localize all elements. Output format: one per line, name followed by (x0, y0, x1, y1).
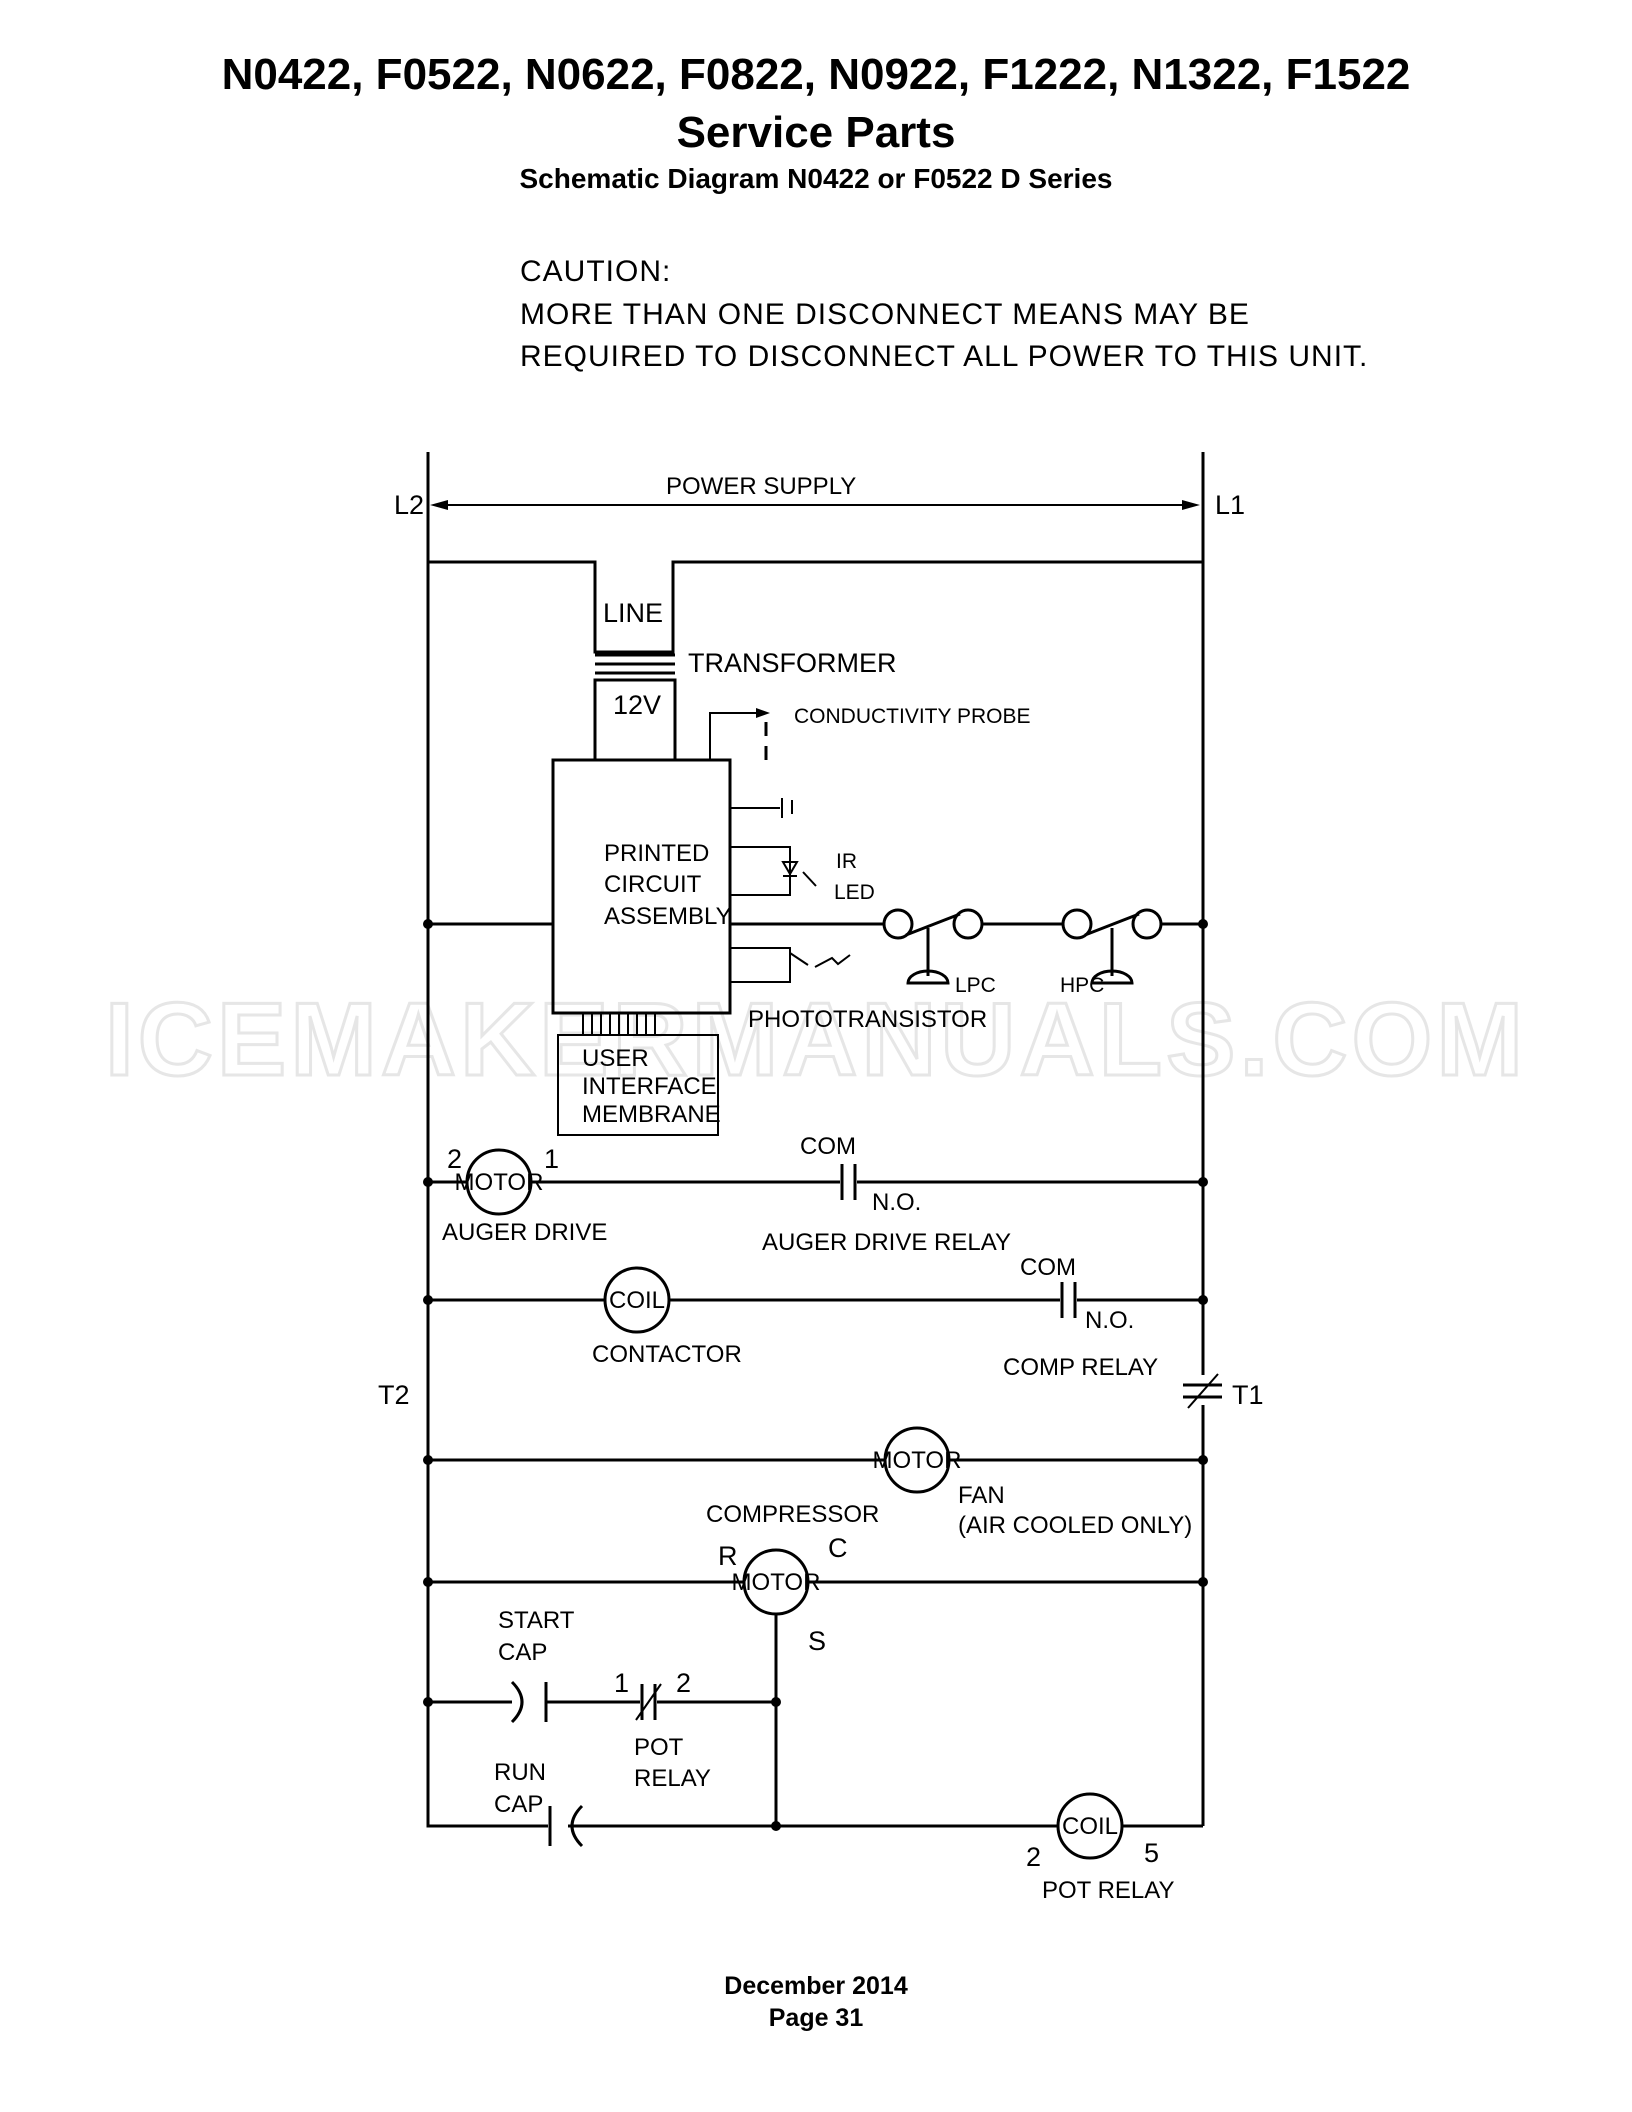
section-title: Service Parts (676, 108, 956, 157)
power-supply-arrowhead-left (430, 500, 448, 510)
ir-led-ray (802, 871, 817, 887)
conductivity-probe-label: CONDUCTIVITY PROBE (794, 705, 1030, 728)
junction-dot (771, 1821, 781, 1831)
junction-dot (1198, 1455, 1208, 1465)
auger-relay-com-label: COM (800, 1133, 856, 1160)
phototransistor-lead (789, 952, 809, 966)
phototransistor-ray (814, 954, 851, 968)
pot-relay-pin-1: 1 (614, 1668, 629, 1698)
watermark: ICEMAKERMANUALS.COM (105, 982, 1527, 1098)
fan-motor-label: MOTOR (873, 1447, 962, 1474)
pot-relay-coil-caption: POT RELAY (1042, 1877, 1175, 1904)
conductivity-probe-arrowhead (756, 708, 770, 718)
contactor-label: CONTACTOR (592, 1341, 742, 1368)
comp-relay-no-label: N.O. (1085, 1307, 1134, 1334)
lpc-pressure-actuator (906, 969, 950, 985)
ui-label-1: USER (582, 1045, 649, 1072)
ir-label: IR (836, 850, 857, 873)
ir-led-wire (730, 846, 791, 896)
pcb-label-3: ASSEMBLY (604, 903, 732, 930)
diagram-subtitle: Schematic Diagram N0422 or F0522 D Serie… (519, 163, 1113, 194)
auger-drive-label: AUGER DRIVE (442, 1219, 607, 1246)
ui-label-2: INTERFACE (582, 1073, 717, 1100)
fan-label: FAN (958, 1482, 1005, 1509)
air-cooled-only-label: (AIR COOLED ONLY) (958, 1512, 1192, 1539)
power-supply-label: POWER SUPPLY (666, 473, 856, 500)
hpc-pressure-actuator (1090, 969, 1134, 985)
lpc-label: LPC (955, 974, 996, 997)
junction-dot (423, 1455, 433, 1465)
pot-relay-pin-2: 2 (676, 1668, 691, 1698)
l2-label: L2 (394, 490, 424, 520)
start-capacitor-curved-plate (510, 1680, 524, 1724)
transformer-12v-label: 12V (613, 690, 661, 720)
user-interface-membrane (557, 1034, 719, 1136)
coil-pin-2: 2 (1026, 1842, 1041, 1872)
lpc-switch-arm (905, 912, 961, 937)
junction-dot (771, 1697, 781, 1707)
run-cap-label-2: CAP (494, 1791, 543, 1818)
ribbon-connector (582, 1013, 656, 1035)
conductivity-probe-wire (709, 712, 760, 760)
pcb-label-2: CIRCUIT (604, 871, 702, 898)
run-cap-label-1: RUN (494, 1759, 546, 1786)
caution-line-2: MORE THAN ONE DISCONNECT MEANS MAY BE (520, 298, 1250, 331)
t1-label: T1 (1232, 1380, 1264, 1410)
t2-label: T2 (378, 1380, 410, 1410)
hpc-label: HPC (1060, 974, 1104, 997)
relay-label: RELAY (634, 1765, 711, 1792)
junction-dot (1198, 1295, 1208, 1305)
l1-label: L1 (1215, 490, 1245, 520)
phototransistor-wire (730, 947, 791, 983)
led-label: LED (834, 881, 875, 904)
footer-page-number: Page 31 (768, 2004, 864, 2032)
ir-led-diode (781, 861, 799, 876)
junction-dot (1198, 1177, 1208, 1187)
transformer-primary-wire (428, 560, 1203, 654)
junction-dot (423, 1177, 433, 1187)
pot-relay-coil-label: COIL (1062, 1813, 1118, 1840)
printed-circuit-assembly (551, 758, 732, 1015)
compressor-c-label: C (828, 1533, 848, 1563)
power-supply-arrowhead-right (1182, 500, 1200, 510)
coil-pin-5: 5 (1144, 1838, 1159, 1868)
caution-line-1: CAUTION: (520, 255, 671, 288)
pot-relay-nc-slash (635, 1683, 662, 1721)
start-cap-label-1: START (498, 1607, 575, 1634)
auger-pin-2: 2 (447, 1144, 462, 1174)
ui-label-3: MEMBRANE (582, 1101, 721, 1128)
pot-label: POT (634, 1734, 684, 1761)
comp-relay-label: COMP RELAY (1003, 1354, 1158, 1381)
auger-motor-label: MOTOR (455, 1169, 544, 1196)
compressor-motor-label: MOTOR (732, 1569, 821, 1596)
run-cap-left-wire (426, 1582, 548, 1828)
auger-drive-relay-label: AUGER DRIVE RELAY (762, 1229, 1011, 1256)
compressor-r-label: R (718, 1541, 738, 1571)
model-list-title: N0422, F0522, N0622, F0822, N0922, F1222… (221, 50, 1411, 99)
junction-dot (1198, 919, 1208, 929)
lpc-terminal-1 (882, 908, 914, 940)
footer-date: December 2014 (724, 1972, 908, 2000)
contactor-coil-label: COIL (609, 1287, 665, 1314)
start-cap-label-2: CAP (498, 1639, 547, 1666)
pcb-label-1: PRINTED (604, 840, 709, 867)
transformer-label: TRANSFORMER (688, 648, 897, 678)
junction-dot (1198, 1577, 1208, 1587)
phototransistor-label: PHOTOTRANSISTOR (748, 1006, 987, 1033)
caution-line-3: REQUIRED TO DISCONNECT ALL POWER TO THIS… (520, 340, 1368, 373)
junction-dot (423, 919, 433, 929)
junction-dot (423, 1295, 433, 1305)
compressor-s-label: S (808, 1626, 826, 1656)
hpc-switch-arm (1084, 912, 1140, 937)
t1-contact-slash (1187, 1373, 1219, 1409)
comp-relay-com-label: COM (1020, 1254, 1076, 1281)
hpc-terminal-1 (1061, 908, 1093, 940)
transformer-line-label: LINE (603, 598, 663, 628)
compressor-label: COMPRESSOR (706, 1501, 879, 1528)
transformer-secondary-wire (593, 678, 677, 760)
auger-pin-1: 1 (544, 1144, 559, 1174)
auger-relay-no-label: N.O. (872, 1189, 921, 1216)
